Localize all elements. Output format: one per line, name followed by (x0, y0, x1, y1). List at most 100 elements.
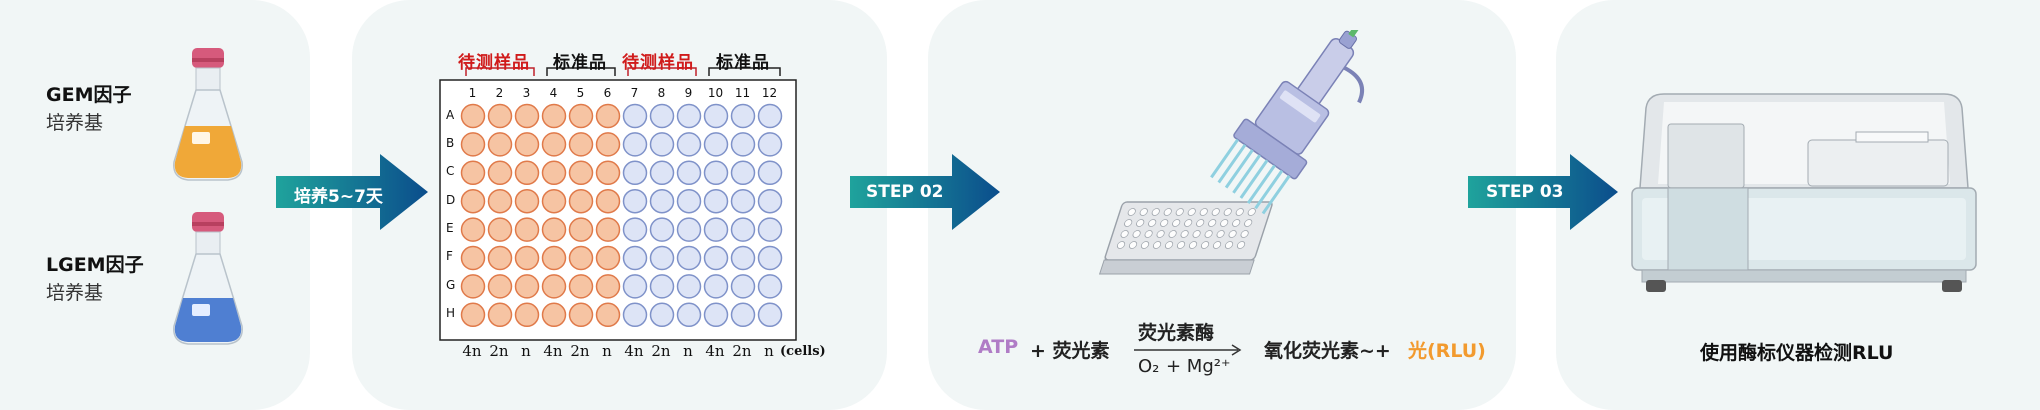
reader-caption: 使用酶标仪器检测RLU (1700, 342, 1894, 364)
well (514, 217, 540, 242)
column-number: 6 (603, 86, 612, 100)
row-letter: B (446, 136, 455, 150)
cell-count: n (764, 342, 774, 360)
well (460, 302, 486, 328)
reaction-product: 氧化荧光素~+ (1264, 340, 1391, 362)
column-number: 4 (549, 86, 558, 100)
well (568, 188, 594, 214)
cell-count: n (602, 342, 612, 360)
well (460, 160, 486, 186)
reaction-luciferin: + 荧光素 (1030, 340, 1110, 362)
well (649, 245, 675, 271)
arrow-culture-label: 培养5~7天 (294, 187, 383, 207)
well (730, 217, 756, 242)
well (541, 302, 567, 328)
well (649, 274, 675, 299)
well (487, 245, 513, 271)
well (649, 103, 675, 129)
well (460, 132, 486, 157)
well (541, 274, 567, 299)
well (622, 274, 648, 299)
well (568, 302, 594, 328)
column-number: 10 (707, 86, 724, 100)
well (757, 103, 783, 129)
well (595, 132, 621, 157)
well (703, 217, 729, 242)
column-number: 12 (761, 86, 778, 100)
arrow-step02-label: STEP 02 (866, 182, 944, 202)
well (676, 302, 702, 328)
well (730, 188, 756, 214)
pipette-plate-icon (1098, 30, 1364, 275)
well (649, 160, 675, 186)
group-header-sample-1: 待测样品 (458, 53, 530, 73)
well (460, 188, 486, 214)
cell-count: 2n (489, 342, 509, 360)
well (541, 188, 567, 214)
well (514, 160, 540, 186)
well (487, 188, 513, 214)
row-letter: G (446, 278, 456, 292)
reaction-atp: ATP (978, 336, 1019, 358)
well (595, 302, 621, 328)
well (649, 132, 675, 157)
well (649, 188, 675, 214)
flask-top-label: GEM因子 (46, 84, 132, 106)
well (595, 103, 621, 129)
well (703, 274, 729, 299)
well (703, 188, 729, 214)
well (514, 132, 540, 157)
well (757, 160, 783, 186)
flask-bottom-label: LGEM因子 (46, 254, 144, 276)
reaction-light: 光(RLU) (1408, 340, 1486, 362)
cell-count: 4n (462, 342, 482, 360)
plate-reader-icon (1631, 93, 1977, 292)
reaction-enzyme: 荧光素酶 (1138, 322, 1215, 344)
well (676, 160, 702, 186)
well (460, 217, 486, 242)
well (568, 217, 594, 242)
well (703, 245, 729, 271)
well (541, 103, 567, 129)
well (676, 132, 702, 157)
well (757, 245, 783, 271)
well (676, 274, 702, 299)
flask-orange-icon (173, 48, 243, 181)
well (595, 274, 621, 299)
well (568, 160, 594, 186)
column-number: 7 (630, 86, 639, 100)
well (487, 103, 513, 129)
well (595, 245, 621, 271)
well (703, 160, 729, 186)
well (703, 103, 729, 129)
row-letter: A (446, 108, 455, 122)
row-letter: C (446, 164, 455, 178)
flask-bottom-sublabel: 培养基 (46, 282, 104, 304)
arrow-step03-icon (1468, 154, 1618, 230)
well (541, 217, 567, 242)
well (622, 217, 648, 242)
well (595, 217, 621, 242)
well (595, 188, 621, 214)
arrow-culture-icon (276, 154, 428, 230)
well (730, 245, 756, 271)
group-header-standard-2: 标准品 (716, 53, 770, 73)
well (568, 245, 594, 271)
well (568, 103, 594, 129)
well (730, 103, 756, 129)
column-number: 11 (734, 86, 751, 100)
panel-culture (0, 0, 310, 410)
group-header-standard-1: 标准品 (553, 53, 607, 73)
well (757, 302, 783, 328)
well (487, 274, 513, 299)
cell-count: 4n (624, 342, 644, 360)
well (541, 245, 567, 271)
row-letter: E (446, 221, 454, 235)
well (541, 160, 567, 186)
well (541, 132, 567, 157)
cell-count: 4n (705, 342, 725, 360)
row-letter: D (446, 193, 456, 207)
well (460, 245, 486, 271)
well (730, 302, 756, 328)
reaction-o2: O₂ (1138, 356, 1160, 377)
